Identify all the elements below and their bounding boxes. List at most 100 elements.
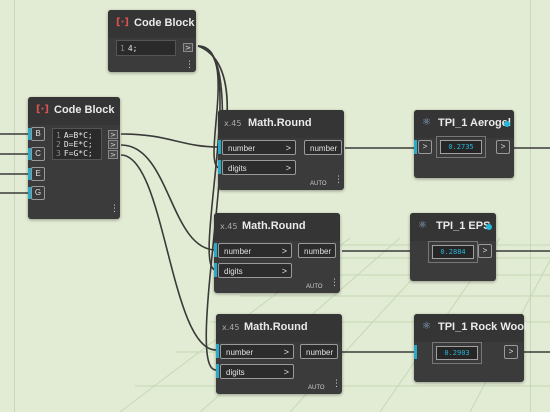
port-marker: [214, 263, 217, 277]
watch-node-rock-wool[interactable]: ⚛ TPI_1 Rock Wool 0.2903 >: [414, 314, 527, 382]
node-menu-icon[interactable]: ⋮: [330, 278, 339, 288]
math-round-node-2[interactable]: x.45 Math.Round number > digits > number A…: [214, 213, 340, 293]
port-marker: [28, 148, 31, 160]
digits-input[interactable]: digits >: [220, 364, 294, 379]
port-marker: [414, 140, 417, 154]
node-header[interactable]: [410, 213, 496, 241]
output-port-d[interactable]: >: [108, 140, 118, 149]
math-round-node-1[interactable]: x.45 Math.Round number > digits > number A…: [218, 110, 344, 190]
watch-icon: ⚛: [418, 220, 427, 231]
watch-display: 0.2735: [436, 136, 486, 158]
port-arrow: >: [281, 246, 287, 256]
port-arrow: >: [283, 367, 289, 377]
watch-node-aerogel[interactable]: ⚛ TPI_1 Aerogel > 0.2735 >: [414, 110, 514, 178]
port-marker: [218, 140, 221, 154]
node-header[interactable]: [218, 110, 344, 138]
port-arrow: >: [285, 143, 291, 153]
node-header[interactable]: [414, 110, 514, 138]
canvas-divider: [14, 0, 15, 412]
port-label: E: [35, 169, 41, 178]
node-header[interactable]: [108, 10, 196, 38]
watch-output-port[interactable]: >: [478, 244, 492, 258]
port-label: number: [224, 247, 252, 256]
port-arrow: >: [281, 266, 287, 276]
node-header[interactable]: [28, 97, 120, 125]
node-menu-icon[interactable]: ⋮: [185, 60, 194, 70]
number-input[interactable]: number >: [220, 344, 294, 359]
code-block-icon: [·]: [36, 104, 49, 115]
node-title: TPI_1 Aerogel: [438, 117, 511, 129]
watch-node-eps[interactable]: ⚛ TPI_1 EPS 0.2884 >: [410, 213, 496, 281]
port-label: digits: [228, 164, 247, 173]
watch-icon: ⚛: [422, 117, 431, 128]
port-label: G: [34, 188, 42, 197]
status-dot: [504, 121, 510, 127]
port-arrow: >: [283, 347, 289, 357]
input-port-b[interactable]: B: [28, 127, 45, 141]
watch-output-port[interactable]: >: [496, 140, 510, 154]
node-title: Math.Round: [248, 117, 312, 129]
node-menu-icon[interactable]: ⋮: [110, 204, 119, 214]
status-dot: [486, 224, 492, 230]
output-port-f[interactable]: >: [108, 150, 118, 159]
digits-input[interactable]: digits >: [218, 263, 292, 278]
math-round-icon: x.45: [224, 119, 242, 128]
node-menu-icon[interactable]: ⋮: [334, 175, 343, 185]
node-title: Math.Round: [242, 220, 306, 232]
line-number: 1: [56, 131, 61, 140]
port-label: digits: [226, 368, 245, 377]
watch-value: 0.2903: [436, 346, 478, 360]
lacing-label[interactable]: AUTO: [308, 385, 325, 391]
node-header[interactable]: [214, 213, 340, 241]
node-title: Code Block: [54, 104, 115, 116]
lacing-label[interactable]: AUTO: [306, 284, 323, 290]
watch-output-port[interactable]: >: [504, 345, 518, 359]
number-output[interactable]: number: [298, 243, 336, 258]
digits-input[interactable]: digits >: [222, 160, 296, 175]
code-text: F=G*C;: [63, 149, 93, 158]
port-label: B: [35, 129, 41, 138]
port-label: C: [35, 149, 41, 158]
input-port-c[interactable]: C: [28, 147, 45, 161]
port-label: number: [226, 348, 254, 357]
node-header[interactable]: [216, 314, 342, 342]
node-menu-icon[interactable]: ⋮: [332, 379, 341, 389]
lacing-label[interactable]: AUTO: [310, 181, 327, 187]
port-arrow: >: [285, 163, 291, 173]
number-output[interactable]: number: [304, 140, 342, 155]
watch-value: 0.2735: [440, 140, 482, 154]
port-marker: [214, 243, 217, 257]
math-round-icon: x.45: [220, 222, 238, 231]
port-marker: [218, 160, 221, 174]
port-label: number: [228, 144, 256, 153]
output-port[interactable]: >: [183, 43, 193, 52]
node-header[interactable]: [414, 314, 524, 342]
number-input[interactable]: number >: [218, 243, 292, 258]
input-port-g[interactable]: G: [28, 186, 45, 200]
port-label: number: [304, 247, 332, 256]
port-marker: [28, 168, 31, 180]
number-output[interactable]: number: [300, 344, 338, 359]
port-marker: [414, 345, 417, 359]
watch-value: 0.2884: [432, 245, 474, 259]
node-title: Math.Round: [244, 321, 308, 333]
code-text: A=B*C;: [63, 131, 93, 140]
port-label: digits: [224, 267, 243, 276]
port-marker: [216, 344, 219, 358]
output-port-a[interactable]: >: [108, 130, 118, 139]
number-input[interactable]: number >: [222, 140, 296, 155]
watch-input-port[interactable]: >: [418, 140, 432, 154]
watch-display: 0.2884: [428, 241, 478, 263]
input-port-e[interactable]: E: [28, 167, 45, 181]
math-round-node-3[interactable]: x.45 Math.Round number> digits> number A…: [216, 314, 342, 394]
node-title: Code Block: [134, 17, 195, 29]
